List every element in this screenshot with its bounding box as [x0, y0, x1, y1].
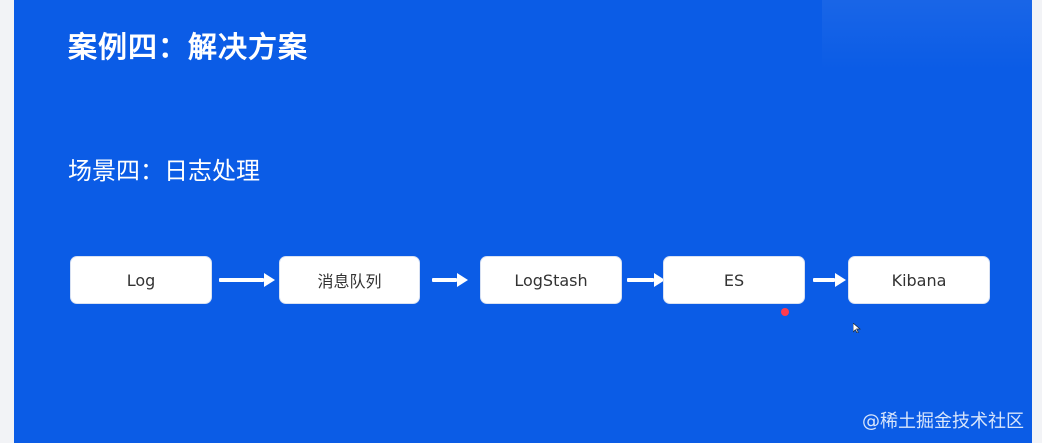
node-log-label: Log	[126, 270, 156, 290]
pointer-dot-icon	[781, 308, 789, 316]
arrow-es-to-kibana-icon	[813, 273, 846, 287]
node-logstash-label: LogStash	[514, 270, 588, 290]
slide-glow	[822, 0, 1032, 70]
presentation-slide: 案例四：解决方案 场景四：日志处理 Log 消息队列 LogStash ES	[14, 0, 1032, 443]
right-border	[1032, 0, 1042, 443]
slide-title: 案例四：解决方案	[68, 30, 309, 64]
arrow-log-to-message-queue-icon	[219, 273, 275, 287]
node-message-queue-label: 消息队列	[317, 272, 382, 291]
node-log: Log	[70, 256, 212, 304]
left-border	[0, 0, 14, 443]
node-kibana: Kibana	[848, 256, 990, 304]
arrow-logstash-to-es-icon	[627, 273, 665, 287]
watermark: @稀土掘金技术社区	[862, 411, 1024, 432]
node-kibana-label: Kibana	[891, 270, 947, 290]
node-logstash: LogStash	[480, 256, 622, 304]
mouse-cursor-icon	[853, 323, 861, 333]
node-message-queue: 消息队列	[279, 256, 420, 304]
node-es: ES	[663, 256, 805, 304]
node-es-label: ES	[723, 270, 745, 290]
slide-subtitle: 场景四：日志处理	[68, 157, 260, 185]
arrow-message-queue-to-logstash-icon	[432, 273, 468, 287]
